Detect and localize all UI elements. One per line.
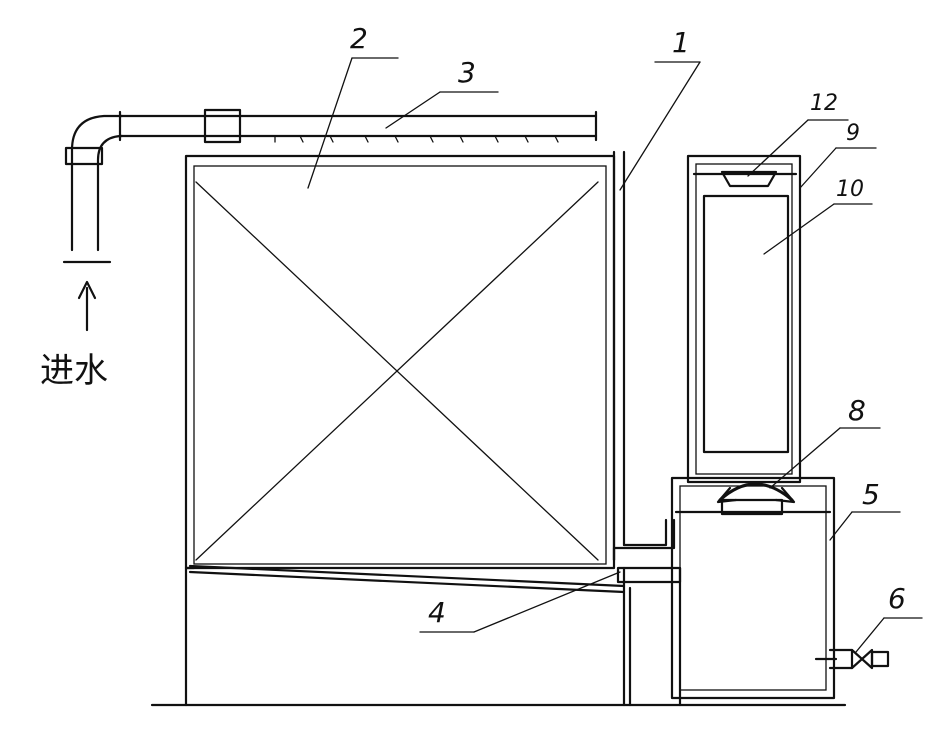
spray-pipe xyxy=(118,108,598,144)
label-4: 4 xyxy=(428,596,446,629)
leader-6 xyxy=(855,617,885,653)
leader-2 xyxy=(307,57,353,189)
label-9: 9 xyxy=(846,121,860,146)
leader-4 xyxy=(473,571,621,633)
water-tank xyxy=(670,476,836,700)
label-5: 5 xyxy=(862,478,880,511)
label-3: 3 xyxy=(458,56,476,89)
circulation-arrow-tail xyxy=(716,486,738,504)
leader-12 xyxy=(747,119,809,177)
leader-8 xyxy=(769,427,841,489)
leader-10 xyxy=(763,203,835,255)
drain-valve xyxy=(814,648,890,670)
float-valve xyxy=(720,170,778,188)
inlet-arrow xyxy=(77,280,97,332)
filter-column xyxy=(686,154,802,484)
leader-1 xyxy=(619,61,701,191)
circulation-arrow-head xyxy=(774,486,796,504)
label-8: 8 xyxy=(848,394,866,427)
connector-pipe xyxy=(612,518,682,707)
inlet-pipe xyxy=(62,114,124,264)
circulation-arrow xyxy=(718,482,794,502)
label-6: 6 xyxy=(888,582,906,615)
leader-9 xyxy=(799,147,837,189)
main-housing xyxy=(184,150,626,570)
leader-3 xyxy=(385,91,441,129)
drain-tray xyxy=(188,564,626,594)
label-12: 12 xyxy=(810,91,838,116)
label-2: 2 xyxy=(350,22,368,55)
leader-5 xyxy=(829,511,853,541)
inlet-label: 进水 xyxy=(40,351,108,391)
label-1: 1 xyxy=(672,26,690,59)
label-10: 10 xyxy=(836,177,864,202)
base-stand xyxy=(184,566,632,707)
